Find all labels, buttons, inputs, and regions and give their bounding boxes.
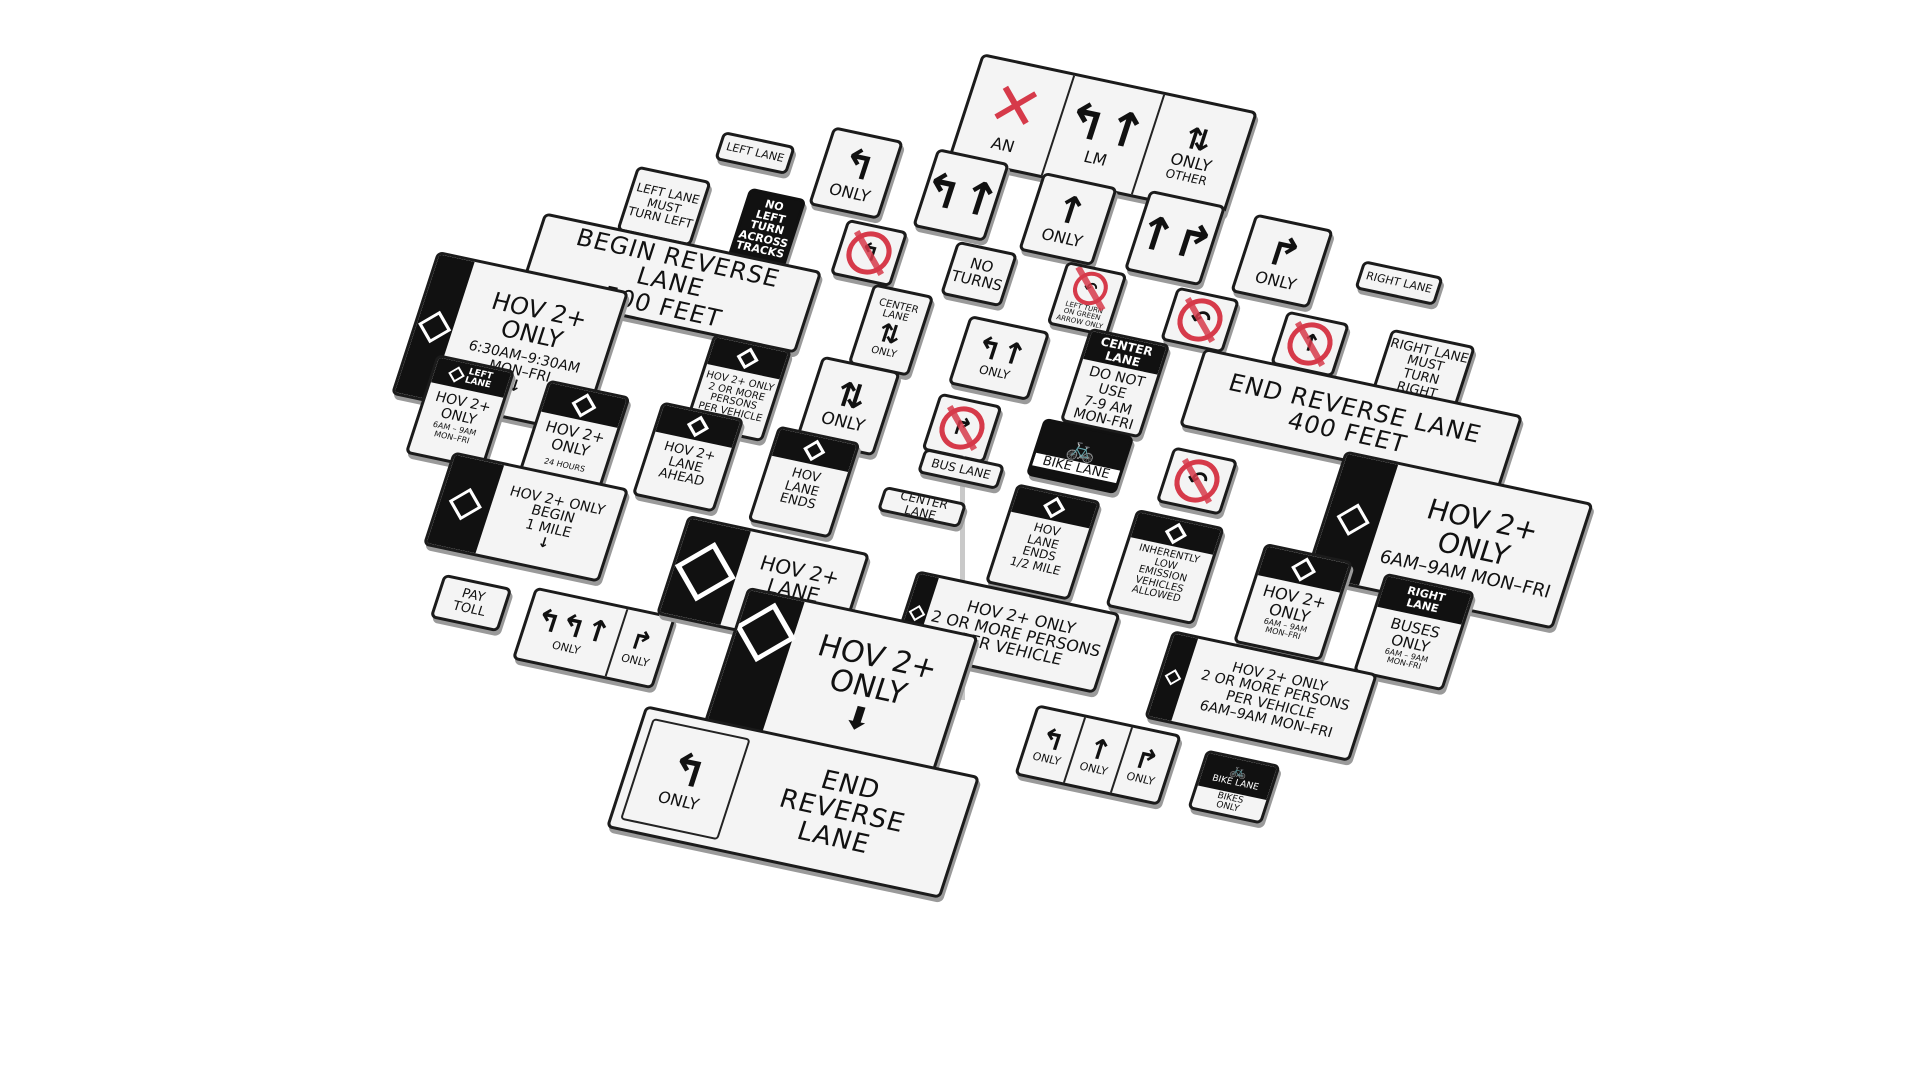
no-u-turn-icon: ↶ bbox=[1171, 294, 1229, 346]
no-left-turn-icon: ↰ bbox=[840, 227, 898, 279]
hov-diamond-icon bbox=[448, 366, 465, 383]
sign-hov-lane-ends-half-mile: HOV LANE ENDS 1/2 MILE bbox=[984, 483, 1102, 601]
sign-hov-right-small: HOV 2+ ONLY 6AM – 9AM MON–FRI bbox=[1232, 542, 1354, 662]
sign-no-left-turn: ↰ bbox=[829, 218, 909, 288]
sign-center-lane-small: CENTER LANE bbox=[876, 485, 968, 529]
sign-left-lane-small: LEFT LANE bbox=[714, 130, 796, 176]
sign-no-u-turn: ↶ bbox=[1159, 286, 1241, 354]
sign-center-lane-only: CENTER LANE ⇅ ONLY bbox=[847, 283, 935, 377]
sign-pole bbox=[960, 456, 965, 700]
hov-diamond-icon bbox=[736, 347, 759, 370]
sign-pay-toll: PAY TOLL bbox=[429, 573, 513, 633]
no-straight-icon: ↑ bbox=[1281, 318, 1339, 370]
hov-diamond-icon bbox=[448, 487, 482, 521]
x-mark-icon: ✕ bbox=[979, 68, 1051, 146]
sign-no-u-turn-right: ↶ bbox=[1155, 446, 1239, 516]
hov-diamond-icon bbox=[1291, 557, 1317, 582]
left-straight-arrow-icon: ↰↑ bbox=[1057, 91, 1154, 162]
no-right-turn-icon: ↱ bbox=[933, 402, 991, 454]
hov-diamond-icon bbox=[908, 604, 926, 622]
sign-no-u-turn-green: ↶ LEFT TURN ON GREEN ARROW ONLY bbox=[1046, 260, 1128, 338]
hov-diamond-icon bbox=[571, 393, 597, 418]
sign-straight-only: ↑ ONLY bbox=[1018, 171, 1118, 267]
sign-right-lane-small: RIGHT LANE bbox=[1354, 260, 1444, 306]
sign-center-lane-do-not-use: CENTER LANE DO NOT USE 7-9 AM MON-FRI bbox=[1059, 327, 1171, 439]
sign-right-only: ↱ ONLY bbox=[1230, 213, 1334, 309]
hov-diamond-icon bbox=[1164, 522, 1187, 545]
sign-hov-lane-ahead-small: HOV 2+ LANE AHEAD bbox=[631, 401, 745, 513]
sign-lane-triple-arrows: ↰↰↑ONLY ↱ONLY bbox=[511, 586, 677, 690]
left-straight-arrow-icon: ↰↑ bbox=[914, 161, 1008, 229]
sign-hov-lane-ends: HOV LANE ENDS bbox=[747, 425, 861, 539]
no-u-turn-icon: ↶ bbox=[1168, 455, 1226, 507]
hov-diamond-icon bbox=[735, 602, 796, 663]
hov-diamond-icon bbox=[1336, 503, 1370, 536]
hov-diamond-icon bbox=[1164, 669, 1182, 686]
sign-straight-right-arrows: ↑↱ bbox=[1123, 189, 1227, 287]
sign-bike-lane-bikes-only: 🚲 BIKE LANE BIKES ONLY bbox=[1187, 749, 1281, 825]
sign-lane-only-pair: ↰↑ ONLY bbox=[947, 315, 1051, 401]
hov-diamond-icon bbox=[686, 415, 710, 438]
hov-diamond-icon bbox=[418, 310, 452, 344]
straight-right-arrow-icon: ↑↱ bbox=[1128, 204, 1222, 272]
hov-diamond-icon bbox=[674, 541, 736, 602]
hov-diamond-icon bbox=[1043, 496, 1066, 519]
hov-diamond-icon bbox=[803, 439, 826, 462]
sign-inherently-low-emission: INHERENTLY LOW EMISSION VEHICLES ALLOWED bbox=[1105, 508, 1225, 626]
sign-no-turns: NO TURNS bbox=[939, 240, 1019, 308]
sign-left-straight-arrows: ↰↑ bbox=[912, 148, 1010, 242]
sign-left-only: ↰ ONLY bbox=[808, 126, 904, 220]
